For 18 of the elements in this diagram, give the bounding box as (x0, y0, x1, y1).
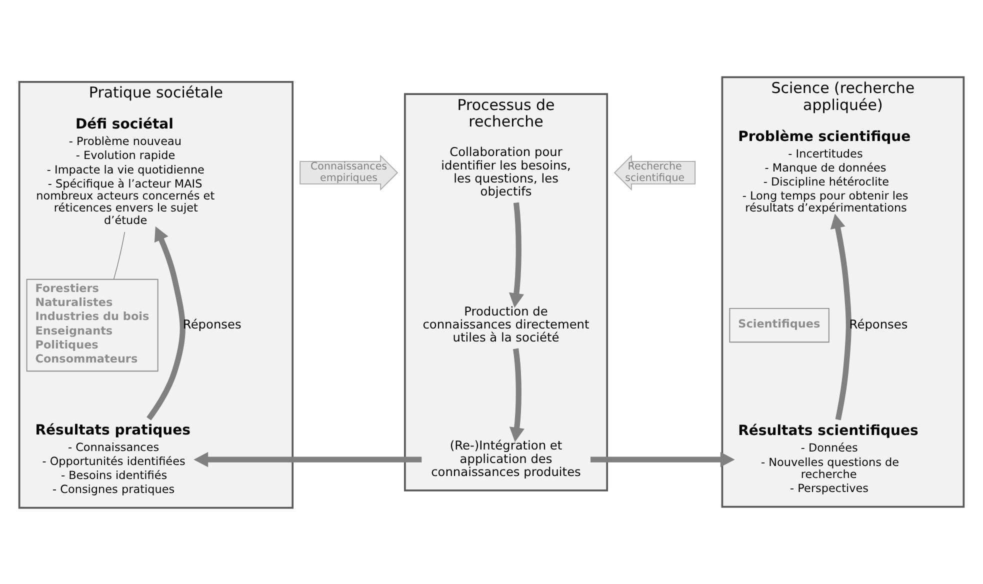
node-text: Résultats pratiques - Connaissances - Opportunités identifiées - Besoins identifiés - Consignes pratiques (35, 422, 191, 496)
node-text: Défi sociétal - Problème nouveau - Evolution rapide - Impacte la vie quotidienne - Spécifique à l’acteur MAIS nombreux acteurs concernés et réticences envers le sujet d’étude (36, 116, 215, 226)
node-text: Production de connaissances directement utiles à la société (422, 304, 590, 344)
arrow (830, 213, 852, 420)
node-text: (Re-)Intégration et application des connaissances produites (431, 438, 581, 478)
node-text: Résultats scientifiques - Données - Nouvelles questions de recherche - Perspectives (738, 422, 918, 494)
arrow (590, 451, 735, 467)
arrow (194, 451, 422, 467)
arrow (509, 348, 524, 442)
node-box: Forestiers Naturalistes Industries du bois Enseignants Politiques Consommateurs (26, 278, 158, 372)
node-text: Collaboration pour identifier les besoins, les questions, les objectifs (441, 144, 571, 198)
edge-label: Réponses (849, 316, 908, 331)
arrow (146, 226, 186, 420)
node-text: Problème scientifique - Incertitudes - Manque de données - Discipline hétéroclite - Long temps pour obtenir les résultats d’expérimentations (738, 128, 911, 214)
node-box: Scientifiques (729, 307, 830, 342)
arrow (508, 202, 524, 308)
connector (113, 231, 126, 280)
edge-label: Réponses (182, 316, 242, 331)
